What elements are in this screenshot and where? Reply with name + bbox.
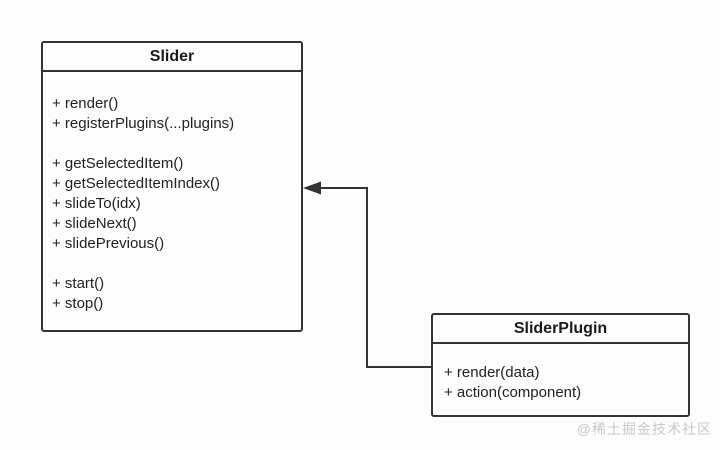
class-title-sliderplugin: SliderPlugin (433, 315, 688, 344)
method-group-gap (52, 134, 293, 154)
class-box-sliderplugin: SliderPlugin + render(data) + action(com… (431, 313, 690, 417)
class-methods-slider: + render() + registerPlugins(...plugins)… (43, 72, 301, 314)
method-render: + render() (52, 95, 119, 112)
connector-line (320, 187, 431, 368)
arrowhead-icon (303, 181, 321, 195)
method-group-gap (52, 254, 293, 274)
method-register-plugins: + registerPlugins(...plugins) (52, 115, 235, 132)
method-get-selected-item: + getSelectedItem() (52, 155, 184, 172)
class-title-slider: Slider (43, 43, 301, 72)
method-start: + start() (52, 275, 105, 292)
class-box-slider: Slider + render() + registerPlugins(...p… (41, 41, 303, 332)
method-get-selected-item-index: + getSelectedItemIndex() (52, 175, 221, 192)
watermark: @稀土掘金技术社区 (576, 421, 712, 437)
method-slide-to: + slideTo(idx) (52, 195, 141, 212)
method-render-data: + render(data) (444, 364, 540, 381)
method-slide-previous: + slidePrevious() (52, 235, 165, 252)
method-stop: + stop() (52, 295, 104, 312)
method-slide-next: + slideNext() (52, 215, 137, 232)
class-methods-sliderplugin: + render(data) + action(component) (433, 344, 688, 403)
method-action-component: + action(component) (444, 384, 582, 401)
